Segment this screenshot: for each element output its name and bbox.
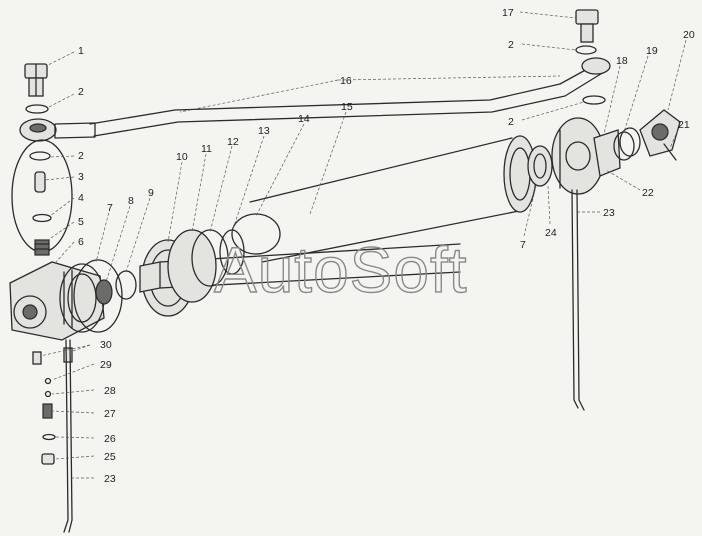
- part-wiper-ring: [231, 213, 281, 255]
- callout-3: 3: [78, 171, 84, 183]
- callout-7-right: 7: [520, 239, 526, 251]
- callout-7-left: 7: [107, 202, 113, 214]
- part-bleeder: [63, 347, 73, 363]
- part-piston-ring: [191, 229, 229, 287]
- part-o-ring: [115, 270, 137, 300]
- callout-12: 12: [227, 136, 239, 148]
- part-piston-seal: [167, 229, 217, 303]
- part-seal-ring-right-inner: [533, 153, 547, 179]
- part-seal-ring-right: [527, 145, 553, 187]
- callout-8: 8: [128, 195, 134, 207]
- callout-5: 5: [78, 216, 84, 228]
- callout-1: 1: [78, 45, 84, 57]
- callout-2-c: 2: [508, 39, 514, 51]
- callout-29: 29: [100, 359, 112, 371]
- callout-2-a: 2: [78, 86, 84, 98]
- part-valve-ring: [32, 213, 52, 223]
- callout-30: 30: [100, 339, 112, 351]
- callout-24: 24: [545, 227, 557, 239]
- part-banjo-fitting-right: [581, 57, 611, 75]
- part-spring-right-2: [619, 127, 641, 157]
- part-washer-left-top: [25, 104, 49, 114]
- callout-2-d: 2: [508, 116, 514, 128]
- callout-26: 26: [104, 433, 116, 445]
- leader-lines: [39, 11, 687, 479]
- part-banjo-fitting-left: [19, 118, 96, 142]
- part-banjo-bolt-left: [24, 63, 48, 97]
- parts-layer: [9, 9, 681, 533]
- part-cylinder-barrel: [249, 135, 537, 263]
- part-hydraulic-tube: [89, 61, 605, 137]
- part-ball-seat: [44, 390, 52, 398]
- part-rod-end-eye: [639, 109, 681, 157]
- callout-14: 14: [298, 113, 310, 125]
- callout-21: 21: [678, 119, 690, 131]
- callout-11: 11: [201, 143, 212, 155]
- watermark-text: AutoSoft: [214, 234, 468, 306]
- part-banjo-bolt-right: [575, 9, 599, 43]
- callout-19: 19: [646, 45, 658, 57]
- part-washer-right-top: [575, 45, 597, 55]
- part-plug: [41, 453, 55, 465]
- part-seal-ring-left: [73, 259, 123, 333]
- callout-23-left: 23: [104, 473, 116, 485]
- part-fitting-small: [32, 351, 42, 365]
- callout-28: 28: [104, 385, 116, 397]
- callout-labels: 1 2 2 3 4 5 6 7 8 9 10 11 12 13 14 15 16…: [78, 7, 695, 485]
- callout-10: 10: [176, 151, 188, 163]
- part-pin: [663, 143, 677, 161]
- callout-6: 6: [78, 236, 84, 248]
- part-small-spring: [42, 403, 53, 419]
- part-washer-right-bottom: [582, 95, 606, 105]
- callout-9: 9: [148, 187, 154, 199]
- part-valve-spring: [34, 239, 50, 256]
- part-small-washer: [42, 433, 56, 441]
- callout-2-b: 2: [78, 150, 84, 162]
- part-cylinder-end-right: [551, 117, 621, 195]
- part-washer-valve: [29, 151, 51, 161]
- callout-15: 15: [341, 101, 353, 113]
- callout-27: 27: [104, 408, 116, 420]
- part-ball: [44, 377, 52, 385]
- part-bushing: [95, 279, 113, 305]
- callout-4: 4: [78, 192, 84, 204]
- part-tie-rod-right: [571, 189, 585, 411]
- part-cylinder-head-left: [9, 261, 105, 341]
- part-valve-plunger: [34, 171, 46, 193]
- callout-25: 25: [104, 451, 116, 463]
- callout-16: 16: [340, 75, 352, 87]
- callout-18: 18: [616, 55, 628, 67]
- part-tie-rod-left: [63, 339, 73, 533]
- part-spring-right: [613, 131, 635, 161]
- callout-23-right: 23: [603, 207, 615, 219]
- callout-22: 22: [642, 187, 654, 199]
- callout-20: 20: [683, 29, 695, 41]
- callout-17: 17: [502, 7, 514, 19]
- callout-13: 13: [258, 125, 270, 137]
